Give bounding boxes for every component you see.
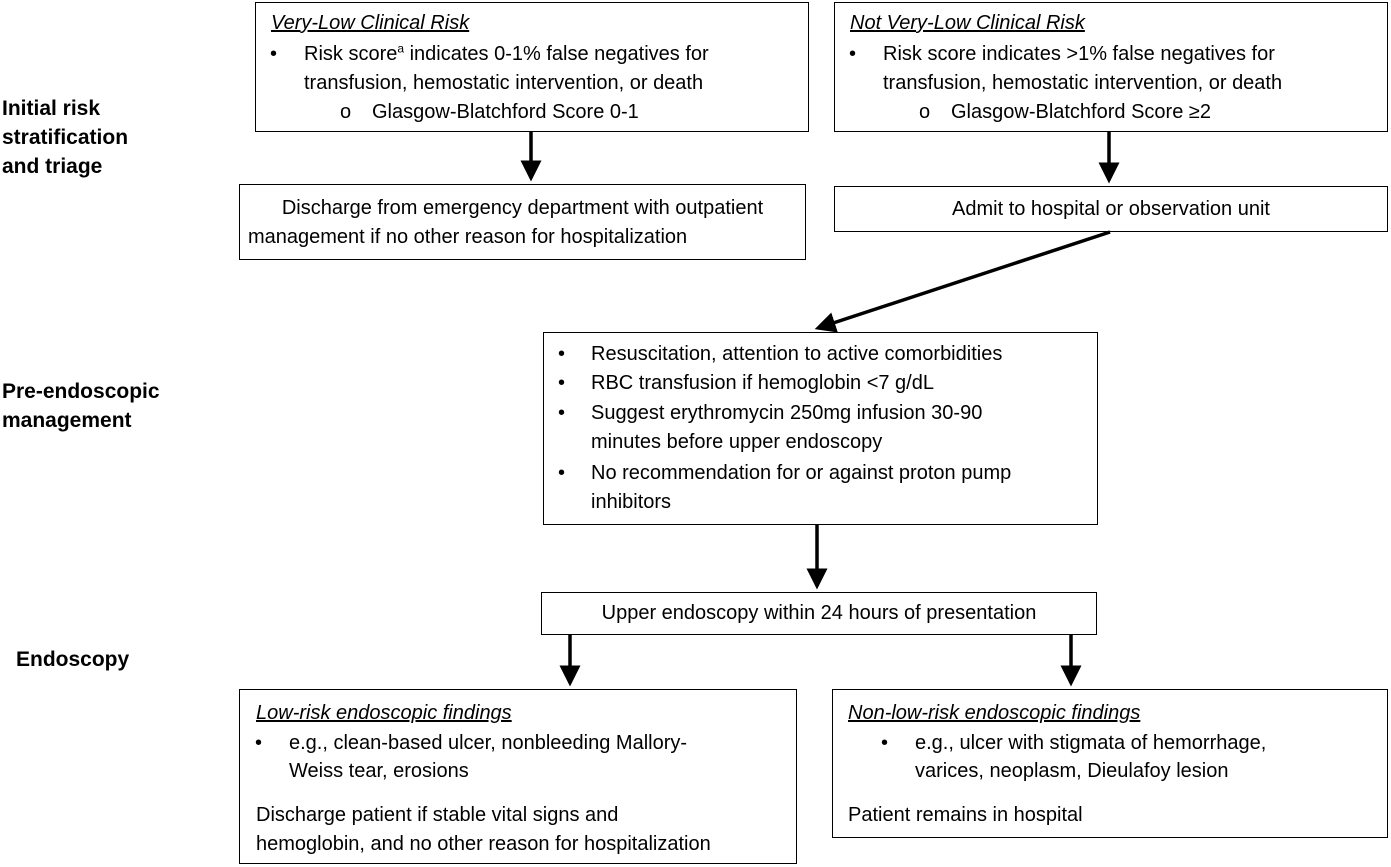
management-item-erythromycin: Suggest erythromycin 250mg infusion 30-9… bbox=[591, 402, 983, 424]
very-low-risk-criteria-line1: Risk scorea indicates 0-1% false negativ… bbox=[304, 40, 709, 69]
upper-endoscopy-text: Upper endoscopy within 24 hours of prese… bbox=[601, 602, 1037, 624]
not-very-low-risk-box: Not Very-Low Clinical Risk • Risk score … bbox=[834, 2, 1388, 132]
not-very-low-risk-criteria-line2: transfusion, hemostatic intervention, or… bbox=[883, 72, 1283, 94]
low-risk-findings-box: Low-risk endoscopic findings • e.g., cle… bbox=[239, 689, 797, 864]
stage-label-endoscopy: Endoscopy bbox=[16, 648, 130, 671]
pre-endoscopic-management-box: • Resuscitation, attention to active com… bbox=[543, 332, 1098, 525]
stage-label-line: Pre-endoscopic bbox=[2, 380, 160, 403]
bullet-glyph: • bbox=[881, 732, 889, 754]
non-low-risk-heading: Non-low-risk endoscopic findings bbox=[848, 702, 1141, 724]
stage-label-line: Initial risk bbox=[2, 97, 101, 120]
bullet-glyph: • bbox=[558, 372, 566, 394]
low-risk-disposition-line2: hemoglobin, and no other reason for hosp… bbox=[256, 833, 711, 855]
stage-label-line: and triage bbox=[2, 155, 103, 178]
stage-label-pre-endoscopic: Pre-endoscopic management bbox=[2, 377, 160, 435]
low-risk-example-line1: e.g., clean-based ulcer, nonbleeding Mal… bbox=[289, 732, 688, 754]
admit-box: Admit to hospital or observation unit bbox=[834, 186, 1388, 232]
not-very-low-risk-criteria-line1: Risk score indicates >1% false negatives… bbox=[883, 43, 1275, 65]
management-item-erythromycin-cont: minutes before upper endoscopy bbox=[591, 431, 883, 453]
very-low-risk-criteria-text: Risk score bbox=[304, 43, 398, 65]
stage-label-line: stratification bbox=[2, 126, 129, 149]
upper-endoscopy-box: Upper endoscopy within 24 hours of prese… bbox=[541, 592, 1097, 635]
non-low-risk-disposition: Patient remains in hospital bbox=[848, 804, 1083, 826]
very-low-risk-criteria-text: indicates 0-1% false negatives for bbox=[404, 43, 709, 65]
discharge-line2: management if no other reason for hospit… bbox=[248, 226, 688, 248]
not-very-low-risk-heading: Not Very-Low Clinical Risk bbox=[850, 12, 1085, 34]
bullet-glyph: • bbox=[558, 402, 566, 424]
very-low-risk-criteria-line2: transfusion, hemostatic intervention, or… bbox=[304, 72, 704, 94]
bullet-glyph: • bbox=[255, 732, 263, 754]
not-very-low-risk-score: Glasgow-Blatchford Score ≥2 bbox=[951, 101, 1211, 123]
non-low-risk-example-line1: e.g., ulcer with stigmata of hemorrhage, bbox=[915, 732, 1267, 754]
stage-label-line: management bbox=[2, 409, 132, 432]
very-low-risk-heading: Very-Low Clinical Risk bbox=[271, 12, 470, 34]
footnote-marker: a bbox=[397, 41, 405, 56]
management-item-resuscitation: Resuscitation, attention to active comor… bbox=[591, 343, 1003, 365]
bullet-glyph: • bbox=[849, 43, 857, 65]
management-item-transfusion: RBC transfusion if hemoglobin <7 g/dL bbox=[591, 372, 934, 394]
management-item-ppi-cont: inhibitors bbox=[591, 491, 672, 513]
non-low-risk-findings-box: Non-low-risk endoscopic findings • e.g.,… bbox=[832, 689, 1388, 838]
discharge-box: Discharge from emergency department with… bbox=[239, 184, 806, 260]
discharge-line1: Discharge from emergency department with… bbox=[281, 197, 764, 219]
low-risk-heading: Low-risk endoscopic findings bbox=[256, 702, 512, 724]
very-low-risk-score: Glasgow-Blatchford Score 0-1 bbox=[372, 101, 639, 123]
management-item-ppi: No recommendation for or against proton … bbox=[591, 462, 1012, 484]
bullet-glyph: • bbox=[558, 343, 566, 365]
sub-bullet-glyph: o bbox=[919, 101, 931, 123]
very-low-risk-box: Very-Low Clinical Risk • Risk scorea ind… bbox=[255, 2, 809, 132]
sub-bullet-glyph: o bbox=[340, 101, 352, 123]
low-risk-disposition-line1: Discharge patient if stable vital signs … bbox=[256, 804, 619, 826]
stage-label-initial-risk: Initial risk stratification and triage bbox=[2, 94, 128, 181]
bullet-glyph: • bbox=[270, 43, 278, 65]
low-risk-example-line2: Weiss tear, erosions bbox=[289, 760, 469, 782]
bullet-glyph: • bbox=[558, 462, 566, 484]
non-low-risk-example-line2: varices, neoplasm, Dieulafoy lesion bbox=[915, 760, 1229, 782]
admit-text: Admit to hospital or observation unit bbox=[952, 198, 1270, 220]
arrow-admit-to-management bbox=[814, 230, 1111, 333]
